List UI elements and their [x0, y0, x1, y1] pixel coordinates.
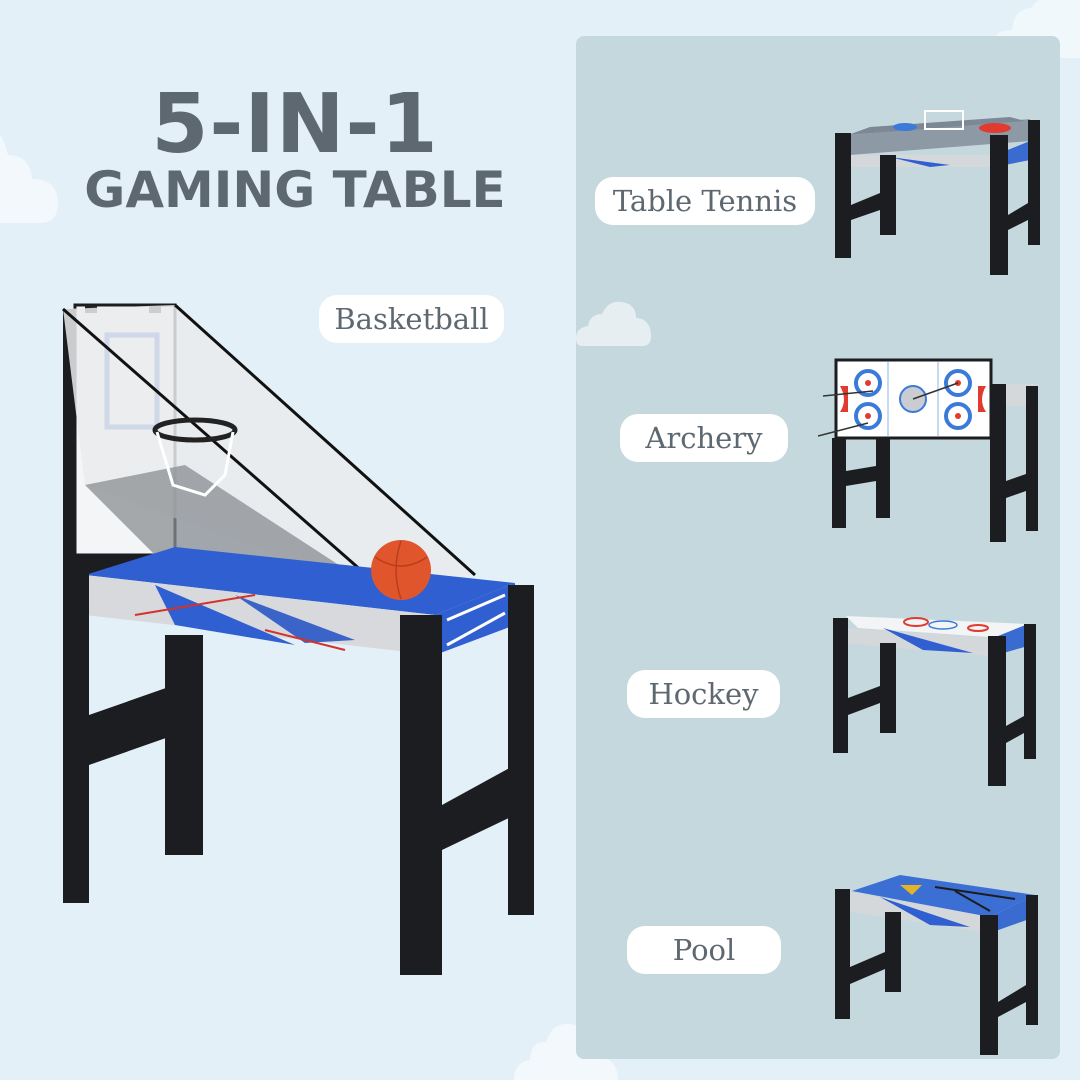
cloud-icon	[0, 135, 58, 223]
label-table-tennis: Table Tennis	[595, 177, 815, 225]
label-basketball: Basketball	[319, 295, 504, 343]
table-tennis-image	[835, 110, 1040, 275]
label-pool: Pool	[627, 926, 781, 974]
cloud-icon	[514, 1023, 618, 1080]
pool-image	[835, 875, 1038, 1055]
headline-line1: 5-IN-1	[151, 77, 439, 172]
headline-line2: GAMING TABLE	[84, 161, 506, 219]
basketball-table-image	[62, 303, 534, 975]
cloud-icon	[576, 301, 652, 346]
archery-image	[818, 358, 1038, 542]
hockey-image	[833, 616, 1036, 786]
label-hockey: Hockey	[627, 670, 780, 718]
label-archery: Archery	[620, 414, 788, 462]
